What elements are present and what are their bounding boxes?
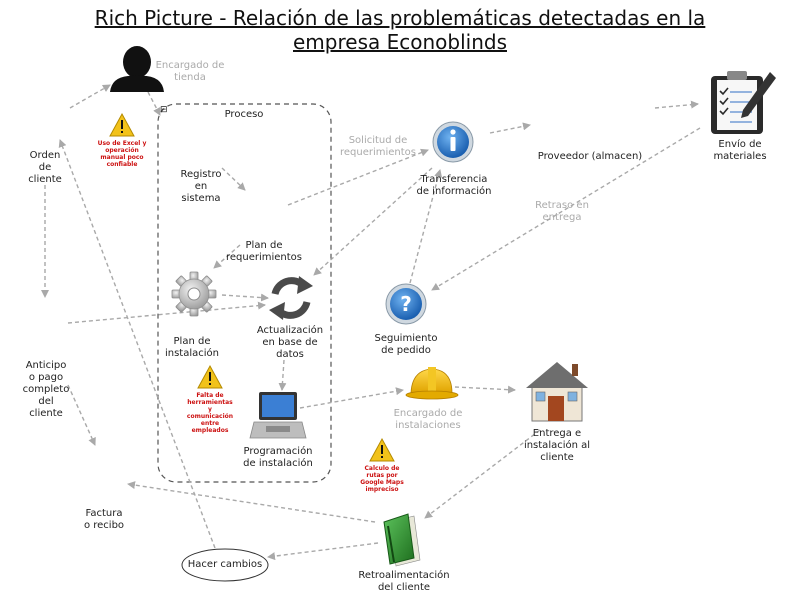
warning-triangle-icon (369, 437, 395, 462)
label-anticipo: Anticipo o pago completo del cliente (22, 360, 70, 419)
arrow-orden-to-encargado (69, 84, 111, 109)
label-actualizacion: Actualización en base de datos (256, 325, 324, 360)
arrow-anticipo-to-gear (67, 301, 266, 324)
collapse-marker: ⊟ (160, 105, 168, 115)
arrow-envio-to-seguimiento (431, 127, 701, 291)
warning-text-excel: Uso de Excel y operación manual poco con… (97, 140, 147, 168)
house-icon (526, 362, 588, 422)
sync-arrows-icon (269, 276, 313, 320)
arrow-registro (221, 167, 246, 191)
gear-icon (171, 271, 217, 317)
svg-text:?: ? (400, 292, 412, 316)
label-proceso: Proceso (224, 109, 264, 120)
label-proveedor: Proveedor (almacen) (537, 151, 643, 162)
label-programacion: Programación de instalación (243, 446, 313, 469)
label-seguimiento: Seguimiento de pedido (374, 333, 438, 356)
arrow-book-to-hacer-cambios (267, 542, 379, 561)
process-container (157, 103, 332, 483)
arrow-hacer-cambios-to-orden (58, 139, 216, 549)
arrow-proveedor-to-envio (654, 100, 699, 109)
arrow-book-to-factura (127, 481, 376, 523)
laptop-icon (249, 392, 307, 439)
label-entrega: Entrega e instalación al cliente (523, 428, 591, 463)
label-encargado-tienda: Encargado de tienda (155, 60, 225, 83)
arrow-laptop-to-hardhat (299, 387, 404, 409)
arrow-anticipo-down (67, 384, 96, 446)
warning-text-herramientas: Falta de herramientas y comunicación ent… (186, 392, 234, 434)
label-factura: Factura o recibo (83, 508, 125, 531)
label-transferencia: Transferencia de información (416, 174, 492, 197)
label-plan-instalacion: Plan de instalación (164, 336, 219, 359)
info-icon (432, 121, 474, 163)
question-icon: ? (385, 283, 427, 325)
warning-triangle-icon (197, 364, 223, 389)
label-solicitud: Solicitud de requerimientos (339, 135, 417, 158)
arrow-actualizacion-to-laptop (278, 359, 287, 391)
arrow-info-to-proveedor (489, 122, 531, 134)
title-line-2: empresa Econoblinds (293, 30, 507, 54)
arrow-house-to-book (424, 429, 541, 519)
hacer-cambios-ellipse (181, 548, 269, 582)
title-line-1: Rich Picture - Relación de las problemát… (94, 6, 706, 30)
label-registro-sistema: Registro en sistema (180, 169, 222, 204)
label-hacer-cambios[interactable]: Hacer cambios (187, 559, 263, 570)
label-plan-requerimientos: Plan de requerimientos (225, 240, 303, 263)
label-encargado-instalaciones: Encargado de instalaciones (393, 408, 463, 431)
label-envio-materiales: Envío de materiales (713, 139, 767, 162)
label-retraso-entrega: Retraso en entrega (535, 200, 589, 223)
label-retroalimentacion: Retroalimentación del cliente (358, 570, 450, 593)
arrow-info-to-sync (313, 167, 433, 276)
arrow-gear-to-sync (221, 293, 269, 302)
arrow-plan-req-to-gear (213, 244, 241, 269)
arrow-seguimiento-to-info (409, 169, 443, 284)
clipboard-checklist-icon (711, 71, 776, 134)
warning-triangle-icon (109, 112, 135, 137)
label-orden-cliente: Orden de cliente (28, 150, 62, 185)
person-silhouette-icon (110, 46, 164, 92)
diagram-title: Rich Picture - Relación de las problemát… (0, 6, 800, 54)
arrows (41, 84, 701, 561)
arrow-encargado-to-proceso (147, 91, 161, 116)
warning-text-rutas: Calculo de rutas por Google Maps impreci… (360, 465, 404, 493)
green-book-icon (383, 513, 421, 567)
arrow-hardhat-to-house (454, 385, 516, 394)
hard-hat-icon (405, 367, 459, 400)
